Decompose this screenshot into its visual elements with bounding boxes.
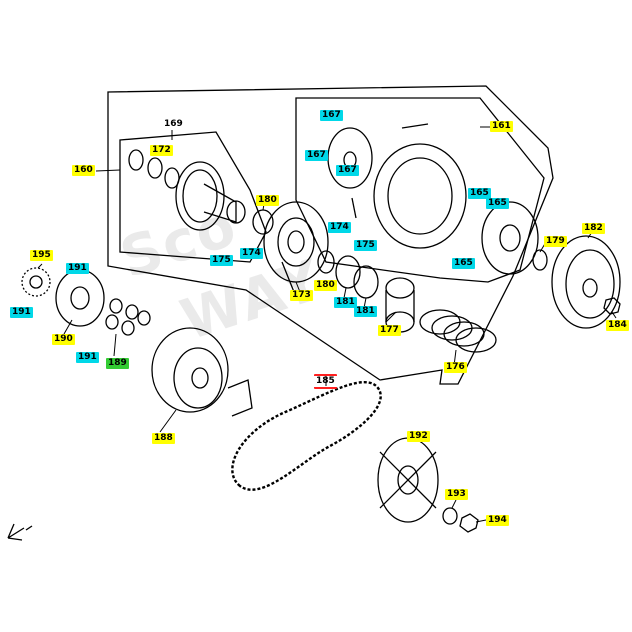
callout-175-b[interactable]: 175 [210, 255, 233, 266]
callout-184[interactable]: 184 [606, 320, 629, 331]
part-181-oring-a [335, 255, 361, 289]
callout-191-c[interactable]: 191 [76, 352, 99, 363]
callout-189[interactable]: 189 [106, 358, 129, 369]
callout-176[interactable]: 176 [444, 362, 467, 373]
callout-195[interactable]: 195 [30, 250, 53, 261]
part-192-fan [377, 437, 439, 523]
callout-181-a[interactable]: 181 [334, 297, 357, 308]
part-180-washer-a [252, 209, 274, 235]
callout-167-a[interactable]: 167 [320, 110, 343, 121]
callout-191-b[interactable]: 191 [10, 307, 33, 318]
callout-174-b[interactable]: 174 [240, 248, 263, 259]
callout-169[interactable]: 169 [164, 119, 183, 129]
callout-167-c[interactable]: 167 [336, 165, 359, 176]
callout-165-c[interactable]: 165 [452, 258, 475, 269]
callout-192[interactable]: 192 [407, 431, 430, 442]
part-182-clutch-bell [551, 235, 621, 329]
part-195-gear [21, 267, 51, 297]
callout-177[interactable]: 177 [378, 325, 401, 336]
part-165-plate [481, 201, 539, 275]
callout-160[interactable]: 160 [72, 165, 95, 176]
callout-181-b[interactable]: 181 [354, 306, 377, 317]
group-frame-169 [119, 131, 267, 263]
callout-185[interactable]: 185 [314, 374, 337, 389]
callout-175-a[interactable]: 175 [354, 240, 377, 251]
part-194-nut [459, 513, 479, 533]
group-frame-160 [107, 85, 554, 385]
part-176-springs [419, 309, 497, 353]
callout-188[interactable]: 188 [152, 433, 175, 444]
callout-182[interactable]: 182 [582, 223, 605, 234]
part-180-washer-b [317, 250, 335, 274]
callout-180-b[interactable]: 180 [314, 280, 337, 291]
part-173-pulley [263, 201, 329, 293]
part-179-washer [532, 249, 548, 271]
callout-190[interactable]: 190 [52, 334, 75, 345]
part-190-ramp-plate [55, 269, 105, 327]
part-177-sleeve [385, 277, 415, 333]
callout-193[interactable]: 193 [445, 489, 468, 500]
callout-194[interactable]: 194 [486, 515, 509, 526]
callout-161[interactable]: 161 [490, 121, 513, 132]
part-169-group [128, 149, 246, 231]
part-189-rollers [105, 298, 151, 336]
callout-179[interactable]: 179 [544, 236, 567, 247]
callout-172[interactable]: 172 [150, 145, 173, 156]
front-arrow-icon [7, 523, 33, 541]
callout-165-a[interactable]: 165 [468, 188, 491, 199]
callout-173[interactable]: 173 [290, 290, 313, 301]
callout-167-b[interactable]: 167 [305, 150, 328, 161]
callout-191-a[interactable]: 191 [66, 263, 89, 274]
callout-174-a[interactable]: 174 [328, 222, 351, 233]
callout-180-a[interactable]: 180 [256, 195, 279, 206]
callout-165-b[interactable]: 165 [486, 198, 509, 209]
part-184-nut [603, 297, 621, 315]
leader-lines [37, 126, 617, 523]
part-188-variator [151, 327, 253, 417]
part-193-washer [442, 507, 458, 525]
part-185-belt [231, 380, 382, 491]
